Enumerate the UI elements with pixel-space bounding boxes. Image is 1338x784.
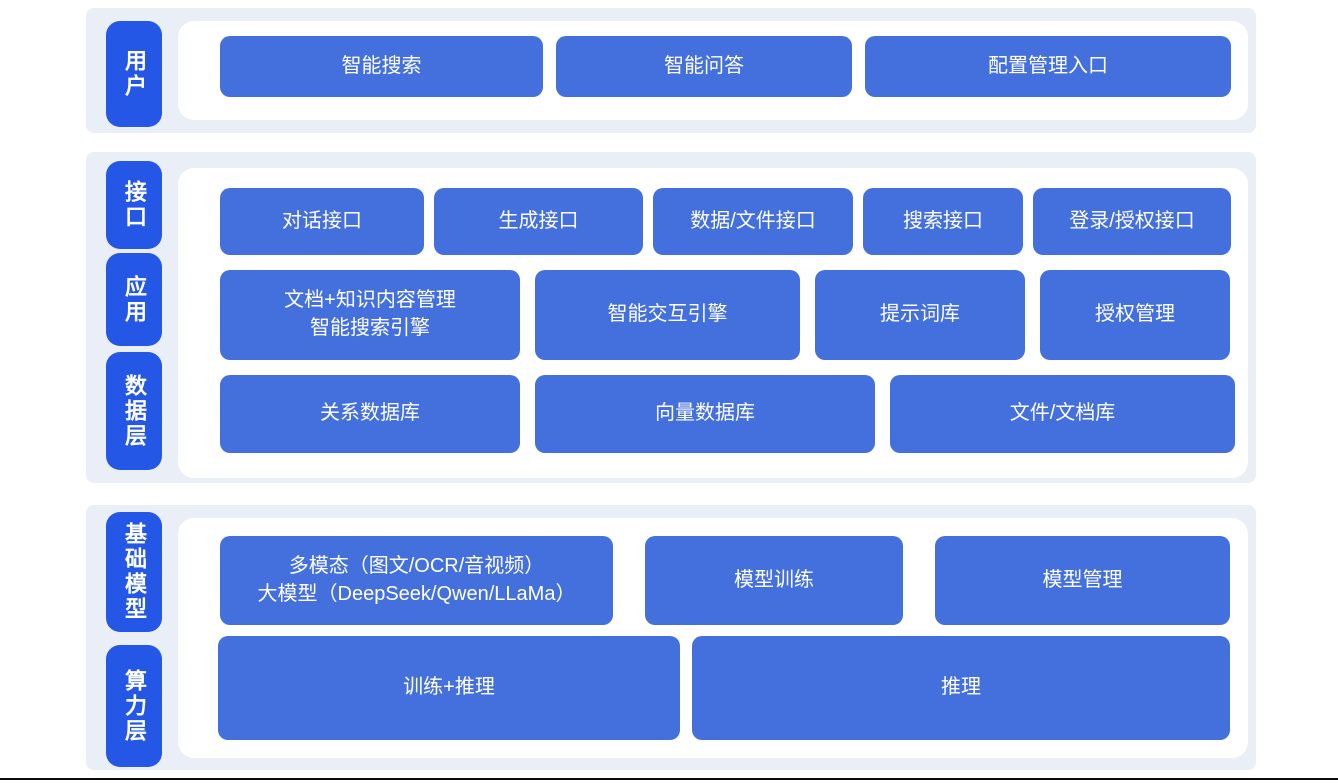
box-multimodal-llm: 多模态（图文/OCR/音视频） 大模型（DeepSeek/Qwen/LLaMa） xyxy=(220,536,613,625)
base-model-layer-tab: 基础模型 xyxy=(106,512,162,632)
data-row: 关系数据库 向量数据库 文件/文档库 xyxy=(178,375,1248,453)
box-interaction-engine: 智能交互引擎 xyxy=(535,270,800,360)
application-layer-tab: 应用 xyxy=(106,253,162,346)
box-generation-api: 生成接口 xyxy=(434,188,643,255)
application-row: 文档+知识内容管理 智能搜索引擎 智能交互引擎 提示词库 授权管理 xyxy=(178,270,1248,360)
model-row: 多模态（图文/OCR/音视频） 大模型（DeepSeek/Qwen/LLaMa）… xyxy=(178,536,1248,625)
user-layer-tab: 用户 xyxy=(106,21,162,127)
box-multimodal-line1: 多模态（图文/OCR/音视频） xyxy=(288,554,545,577)
middle-layers-panel: 对话接口 生成接口 数据/文件接口 搜索接口 登录/授权接口 文档+知识内容管理… xyxy=(178,168,1248,478)
box-doc-knowledge-line2: 智能搜索引擎 xyxy=(310,317,430,339)
box-smart-qa: 智能问答 xyxy=(556,36,852,97)
box-multimodal-line2: 大模型（DeepSeek/Qwen/LLaMa） xyxy=(257,582,576,605)
user-layer-panel: 智能搜索 智能问答 配置管理入口 xyxy=(178,21,1248,120)
user-layer-section: 用户 智能搜索 智能问答 配置管理入口 xyxy=(86,8,1256,133)
compute-layer-tab: 算力层 xyxy=(106,645,162,767)
box-file-doc-store: 文件/文档库 xyxy=(890,375,1235,453)
box-dialog-api: 对话接口 xyxy=(220,188,424,255)
bottom-divider-line xyxy=(0,778,1338,780)
box-model-training: 模型训练 xyxy=(645,536,903,625)
interface-layer-tab: 接口 xyxy=(106,161,162,249)
box-doc-knowledge-search: 文档+知识内容管理 智能搜索引擎 xyxy=(220,270,520,360)
box-config-entry: 配置管理入口 xyxy=(865,36,1231,97)
box-search-api: 搜索接口 xyxy=(863,188,1023,255)
box-prompt-library: 提示词库 xyxy=(815,270,1025,360)
box-auth-management: 授权管理 xyxy=(1040,270,1230,360)
box-smart-search: 智能搜索 xyxy=(220,36,543,97)
box-doc-knowledge-line1: 文档+知识内容管理 xyxy=(284,289,456,312)
interface-row: 对话接口 生成接口 数据/文件接口 搜索接口 登录/授权接口 xyxy=(178,188,1248,255)
box-relational-db: 关系数据库 xyxy=(220,375,520,453)
data-layer-tab: 数据层 xyxy=(106,352,162,470)
middle-layers-section: 接口 应用 数据层 对话接口 生成接口 数据/文件接口 搜索接口 登录/授权接口… xyxy=(86,152,1256,483)
box-data-file-api: 数据/文件接口 xyxy=(653,188,853,255)
box-training-inference: 训练+推理 xyxy=(218,636,680,740)
box-vector-db: 向量数据库 xyxy=(535,375,875,453)
box-inference: 推理 xyxy=(692,636,1230,740)
foundation-layers-section: 基础模型 算力层 多模态（图文/OCR/音视频） 大模型（DeepSeek/Qw… xyxy=(86,505,1256,770)
box-model-management: 模型管理 xyxy=(935,536,1230,625)
user-layer-row: 智能搜索 智能问答 配置管理入口 xyxy=(178,36,1248,97)
box-login-auth-api: 登录/授权接口 xyxy=(1033,188,1231,255)
compute-row: 训练+推理 推理 xyxy=(178,636,1248,740)
foundation-layers-panel: 多模态（图文/OCR/音视频） 大模型（DeepSeek/Qwen/LLaMa）… xyxy=(178,518,1248,758)
